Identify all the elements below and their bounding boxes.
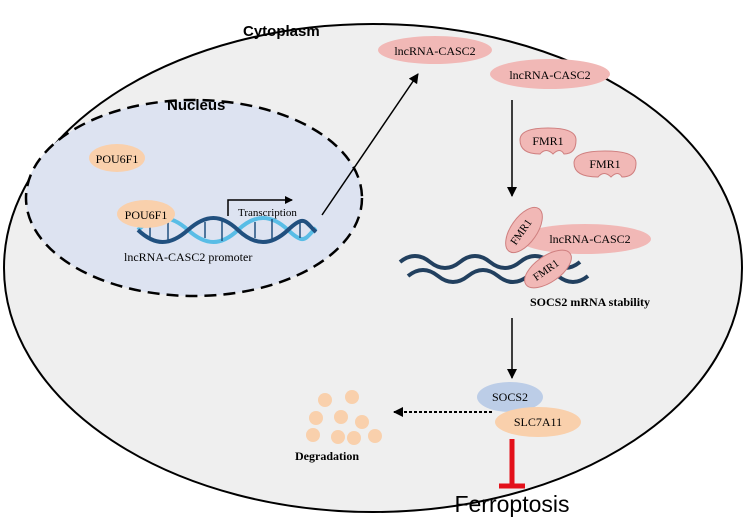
cytoplasm-label: Cytoplasm — [243, 23, 320, 40]
transcription-label: Transcription — [238, 207, 297, 219]
fmr1-protein-1 — [519, 127, 577, 155]
promoter-label: lncRNA-CASC2 promoter — [124, 250, 252, 264]
lncrna-casc2-complex — [519, 224, 651, 254]
socs2-protein — [477, 382, 543, 412]
pou6f1-bound-label: POU6F1 — [125, 208, 168, 222]
slc7a11-label: SLC7A11 — [514, 415, 562, 429]
fmr1-complex-top — [505, 206, 543, 254]
ferroptosis-label: Ferroptosis — [454, 491, 569, 517]
pou6f1-protein-bound — [117, 200, 175, 228]
dna-helix — [136, 216, 318, 244]
nucleus-envelope — [24, 98, 364, 298]
fmr1-complex-bottom — [524, 249, 572, 289]
lncrna-casc2-transcript-1 — [378, 36, 492, 64]
degradation-label: Degradation — [295, 449, 359, 463]
fmr1-2-label: FMR1 — [589, 157, 620, 171]
pou6f1-protein-free — [89, 144, 145, 172]
nucleus-label: Nucleus — [167, 97, 225, 114]
pou6f1-free-label: POU6F1 — [96, 152, 139, 166]
socs2-mrna-stability-label: SOCS2 mRNA stability — [530, 295, 650, 309]
degraded-fragments — [306, 390, 382, 445]
slc7a11-protein — [495, 407, 581, 437]
transcription-start-arrow — [227, 196, 293, 216]
lncrna-2-label: lncRNA-CASC2 — [509, 68, 590, 82]
fmr1-1-label: FMR1 — [532, 134, 563, 148]
lncrna-1-label: lncRNA-CASC2 — [394, 44, 475, 58]
lncrna-casc2-transcript-2 — [490, 59, 610, 89]
export-arrow — [321, 73, 419, 216]
socs2-label: SOCS2 — [492, 390, 528, 404]
lnc-complex-label: lncRNA-CASC2 — [549, 232, 630, 246]
fmr1-protein-2 — [573, 150, 637, 178]
